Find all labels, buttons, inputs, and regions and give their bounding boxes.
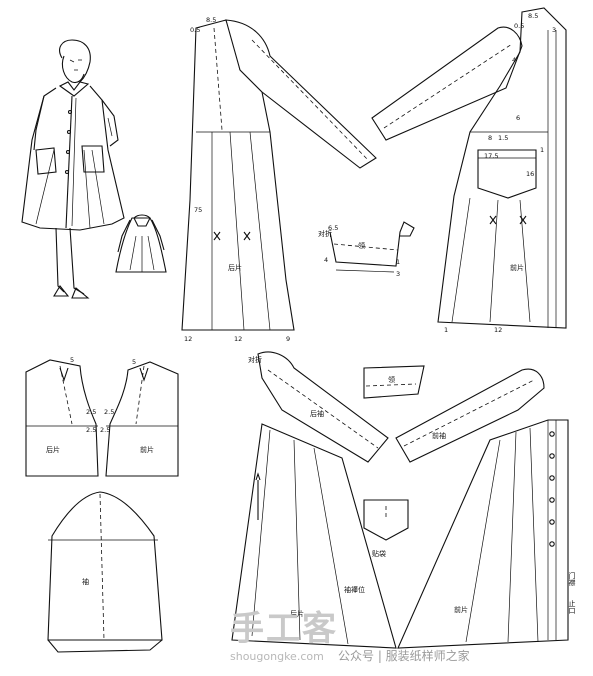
measure-label: 0.5 — [190, 26, 200, 34]
watermark-channel: 公众号 | 服装纸样师之家 — [338, 648, 470, 663]
sleeve-pattern: 袖 — [47, 491, 163, 653]
measure-label: 2.5 — [86, 426, 96, 434]
collar-top: 领 对折 6.5 4 1 3 — [318, 221, 415, 278]
pocket-label: 贴袋 — [372, 549, 386, 558]
measure-label: 4 — [324, 256, 328, 264]
measure-label: 8.5 — [206, 16, 216, 24]
measure-label: 1 — [444, 326, 448, 334]
measure-label: 2.5 — [104, 408, 114, 416]
front-sleeve-bottom: 前袖 — [395, 368, 545, 463]
coat-illustration — [21, 39, 167, 299]
front-sleeve-top — [371, 26, 523, 141]
measure-label: 5 — [70, 356, 74, 364]
front-skirt-label: 前片 — [454, 605, 468, 614]
watermark-brand: 手工客 — [230, 609, 338, 649]
bodice-detail: 后片 前片 2.5 2.5 2.5 2.5 5 5 — [25, 356, 179, 477]
pocket-pattern: 贴袋 — [363, 499, 409, 558]
measure-label: 3 — [552, 26, 556, 34]
measure-label: 8 — [488, 134, 492, 142]
measure-label: 17.5 — [484, 152, 498, 160]
measure-label: 12 — [184, 335, 192, 343]
measure-label: 5 — [132, 358, 136, 366]
measure-label: 1 — [396, 258, 400, 266]
placket-label: 门襟 — [568, 571, 576, 587]
fold-label-bottom: 对折 — [248, 355, 262, 364]
measure-label: 0.5 — [514, 22, 524, 30]
back-piece-label: 后片 — [228, 263, 242, 272]
sleeve-loop-label: 袖襻位 — [344, 585, 365, 594]
measure-label: 3 — [396, 270, 400, 278]
collar-label: 领 — [358, 241, 365, 250]
back-sleeve-bottom: 后袖 对折 — [248, 351, 389, 463]
measure-label: 12 — [234, 335, 242, 343]
measure-label: 6 — [516, 114, 520, 122]
measure-label: 4 — [512, 56, 516, 64]
sleeve-label: 袖 — [82, 577, 89, 586]
measure-label: 1 — [540, 146, 544, 154]
measure-label: 9 — [286, 335, 290, 343]
front-skirt-bottom: 前片 门襟 止口 — [397, 419, 576, 649]
measure-label: 6.5 — [328, 224, 338, 232]
measure-label: 12 — [494, 326, 502, 334]
back-sleeve-label: 后袖 — [310, 409, 324, 418]
button-row — [549, 431, 555, 547]
fold-label: 对折 — [318, 229, 332, 238]
back-bodice-label: 后片 — [46, 445, 60, 454]
measure-label: 1.5 — [498, 134, 508, 142]
watermark: 手工客 shougongke.com 公众号 | 服装纸样师之家 — [230, 609, 470, 663]
placket-edge-label: 止口 — [568, 599, 576, 614]
front-piece-top: 前片 8.5 3 0.5 4 6 8 1.5 17.5 16 1 1 12 — [437, 7, 567, 334]
measure-label: 75 — [194, 206, 202, 214]
back-skirt-bottom: 后片 袖襻位 — [231, 423, 397, 649]
front-bodice-label: 前片 — [140, 445, 154, 454]
back-sleeve-top — [225, 19, 377, 169]
back-skirt-label: 后片 — [290, 609, 304, 618]
measure-label: 8.5 — [528, 12, 538, 20]
front-sleeve-label: 前袖 — [432, 431, 446, 440]
measure-label: 2.5 — [100, 426, 110, 434]
collar-bottom: 领 — [363, 365, 425, 399]
collar-bottom-label: 领 — [388, 375, 395, 384]
front-piece-label: 前片 — [510, 263, 524, 272]
watermark-domain: shougongke.com — [230, 650, 324, 663]
measure-label: 2.5 — [86, 408, 96, 416]
measure-label: 16 — [526, 170, 534, 178]
